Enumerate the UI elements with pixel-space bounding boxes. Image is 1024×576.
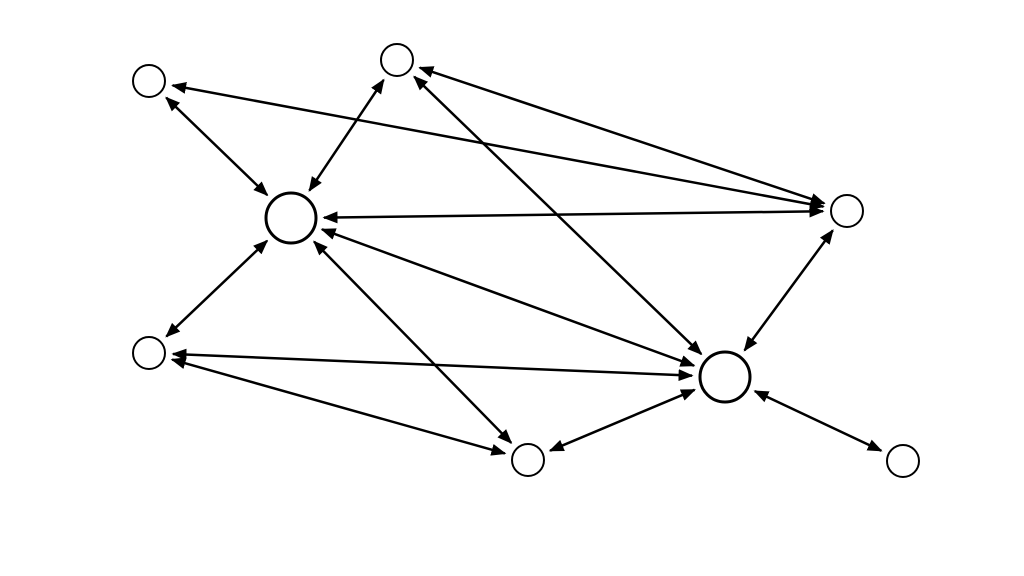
edge-n1-n4 [171, 81, 825, 211]
edge-n3-n6 [320, 228, 696, 367]
edge-n1-n3 [165, 96, 269, 197]
node-n8 [886, 444, 920, 478]
node-n2 [380, 43, 414, 77]
edge-n2-n4 [418, 66, 826, 205]
edge-n6-n8 [753, 389, 883, 452]
edge-n4-n6 [743, 229, 834, 352]
edge-n5-n6 [171, 348, 694, 382]
edge-n5-n7 [170, 357, 507, 456]
edge-n3-n5 [165, 239, 269, 338]
edge-n2-n3 [308, 78, 385, 192]
nodes [132, 43, 920, 478]
node-n1 [132, 64, 166, 98]
edge-n3-n4 [322, 205, 825, 224]
node-n7 [511, 443, 545, 477]
node-n5 [132, 336, 166, 370]
node-n4 [830, 194, 864, 228]
edges [165, 66, 883, 456]
edge-n7-n6 [548, 388, 696, 452]
node-n3 [264, 191, 318, 245]
edge-n3-n7 [313, 240, 513, 444]
node-n6 [698, 350, 752, 404]
